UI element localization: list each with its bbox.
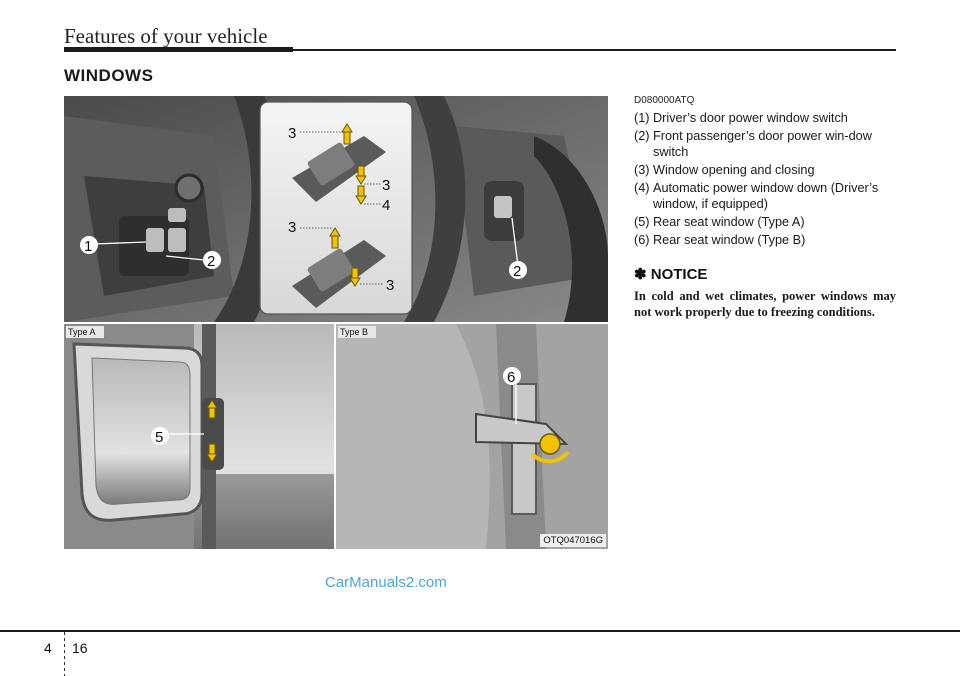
item-text: Front passenger’s door power win-dow swi… (653, 129, 872, 159)
item-number: (5) (634, 215, 650, 229)
footer-rule (0, 630, 960, 632)
item-text: Rear seat window (Type A) (653, 215, 805, 229)
type-b-drawing: 6 (336, 324, 608, 549)
item-text: Window opening and closing (653, 163, 815, 177)
callout-3-lower: 3 (288, 219, 296, 236)
item-number: (4) (634, 181, 650, 195)
footer-divider (64, 632, 65, 676)
type-b-label: Type B (338, 326, 377, 338)
notice-heading: ✽ NOTICE (634, 266, 708, 283)
list-item: (1)Driver’s door power window switch (634, 110, 896, 126)
list-item: (2)Front passenger’s door power win-dow … (634, 128, 896, 160)
item-number: (3) (634, 163, 650, 177)
notice-text: In cold and wet climates, power windows … (634, 289, 896, 319)
item-text: Driver’s door power window switch (653, 111, 848, 125)
feature-list: (1)Driver’s door power window switch (2)… (634, 110, 896, 250)
callout-1: 1 (84, 238, 92, 255)
item-text: Automatic power window down (Driver’s wi… (653, 181, 879, 211)
window-switch-illustration: 1 2 2 (64, 96, 608, 549)
callout-3-mid: 3 (382, 177, 390, 194)
callout-6: 6 (507, 369, 515, 386)
list-item: (6)Rear seat window (Type B) (634, 232, 896, 248)
callout-3-top: 3 (288, 125, 296, 142)
image-code: OTQ047016G (540, 534, 606, 547)
type-b-panel: 6 Type B OTQ047016G (336, 324, 608, 549)
list-item: (4)Automatic power window down (Driver’s… (634, 180, 896, 212)
callout-3-bottom: 3 (386, 277, 394, 294)
callout-4: 4 (382, 197, 390, 214)
type-a-label: Type A (66, 326, 104, 338)
section-title: WINDOWS (64, 66, 154, 85)
list-item: (3)Window opening and closing (634, 162, 896, 178)
type-a-drawing: 5 (64, 324, 334, 549)
page-header-title: Features of your vehicle (64, 24, 268, 48)
header-rule-thick (64, 47, 293, 52)
door-switch-drawing: 1 2 2 (64, 96, 608, 322)
type-a-panel: 5 Type A (64, 324, 334, 549)
header-rule-thin (293, 49, 896, 51)
item-number: (6) (634, 233, 650, 247)
item-number: (1) (634, 111, 650, 125)
callout-5: 5 (155, 429, 163, 446)
document-code: D080000ATQ (634, 95, 695, 106)
door-switch-panel: 1 2 2 (64, 96, 608, 322)
page-number: 16 (72, 640, 88, 656)
chapter-number: 4 (44, 640, 52, 656)
callout-2-right: 2 (513, 263, 521, 280)
callout-2-left: 2 (207, 253, 215, 270)
item-text: Rear seat window (Type B) (653, 233, 806, 247)
list-item: (5)Rear seat window (Type A) (634, 214, 896, 230)
watermark-link[interactable]: CarManuals2.com (325, 574, 447, 591)
item-number: (2) (634, 129, 650, 143)
